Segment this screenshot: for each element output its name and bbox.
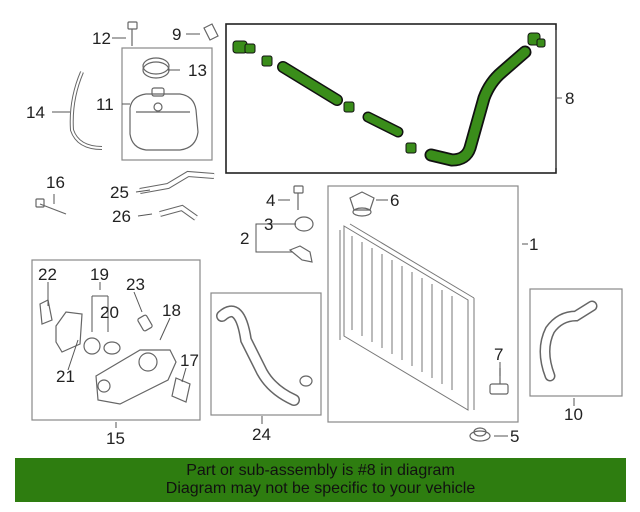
callout-24: 24 <box>252 425 271 444</box>
thermostat-valve[interactable] <box>83 337 101 355</box>
hose-clamp <box>405 142 417 154</box>
callout-15: 15 <box>106 429 125 448</box>
callout-16: 16 <box>46 173 65 192</box>
callout-17: 17 <box>180 351 199 370</box>
hose-clamp <box>261 55 273 67</box>
reservoir-cap[interactable] <box>142 57 170 79</box>
callout-3: 3 <box>264 215 273 234</box>
banner-line-1: Part or sub-assembly is #8 in diagram <box>186 462 455 479</box>
callout-7: 7 <box>494 345 503 364</box>
bolt-22[interactable] <box>39 299 53 325</box>
drain-plug[interactable] <box>489 368 509 395</box>
callout-5: 5 <box>510 427 519 446</box>
callout-4: 4 <box>266 191 275 210</box>
clip-9[interactable] <box>203 23 219 41</box>
box-small-hose <box>529 288 623 397</box>
box-lower-hose <box>210 292 322 416</box>
bolt-16[interactable] <box>35 198 67 215</box>
callout-25: 25 <box>110 183 129 202</box>
callout-12: 12 <box>92 29 111 48</box>
thermostat-housing[interactable] <box>95 349 177 405</box>
box-hose-assembly <box>225 23 557 174</box>
callout-6: 6 <box>390 191 399 210</box>
callout-14: 14 <box>26 103 45 122</box>
radiator[interactable] <box>339 223 475 411</box>
overflow-hose <box>70 71 103 149</box>
hose-section <box>364 113 402 136</box>
hose-clamp <box>343 101 355 113</box>
box-thermostat <box>31 259 201 421</box>
banner-line-2: Diagram may not be specific to your vehi… <box>165 480 476 497</box>
bolt-12[interactable] <box>127 21 138 46</box>
hose-section <box>278 62 342 105</box>
box-radiator <box>327 185 519 423</box>
bolt-4[interactable] <box>293 185 304 210</box>
callout-10: 10 <box>564 405 583 424</box>
callout-26: 26 <box>112 207 131 226</box>
mount-insulator[interactable] <box>469 427 491 442</box>
hose-clamp <box>232 40 256 54</box>
callout-2: 2 <box>240 229 249 248</box>
gasket-17[interactable] <box>171 377 191 403</box>
leader-lines <box>47 30 575 437</box>
hose-section <box>426 47 530 165</box>
callout-20: 20 <box>100 303 119 322</box>
sensor-23[interactable] <box>137 314 153 332</box>
hose-clamp <box>299 375 313 387</box>
callout-18: 18 <box>162 301 181 320</box>
callout-9: 9 <box>172 25 181 44</box>
thermostat-cover[interactable] <box>55 311 83 353</box>
callout-19: 19 <box>90 265 109 284</box>
o-ring-20[interactable] <box>103 341 121 355</box>
callout-22: 22 <box>38 265 57 284</box>
callout-21: 21 <box>56 367 75 386</box>
hose-assembly-8[interactable] <box>232 32 546 167</box>
callout-8: 8 <box>565 89 574 108</box>
callout-23: 23 <box>126 275 145 294</box>
hose-25 <box>139 171 215 193</box>
callout-13: 13 <box>188 61 207 80</box>
info-banner: Part or sub-assembly is #8 in diagram Di… <box>15 458 626 502</box>
hose-10 <box>541 302 596 380</box>
callout-11: 11 <box>96 95 114 114</box>
hose-26 <box>159 205 198 220</box>
radiator-cap[interactable] <box>349 191 375 217</box>
callout-1: 1 <box>529 235 538 254</box>
lower-hose <box>217 307 299 405</box>
hose-clamp <box>527 32 546 48</box>
reservoir-tank[interactable] <box>129 87 199 151</box>
